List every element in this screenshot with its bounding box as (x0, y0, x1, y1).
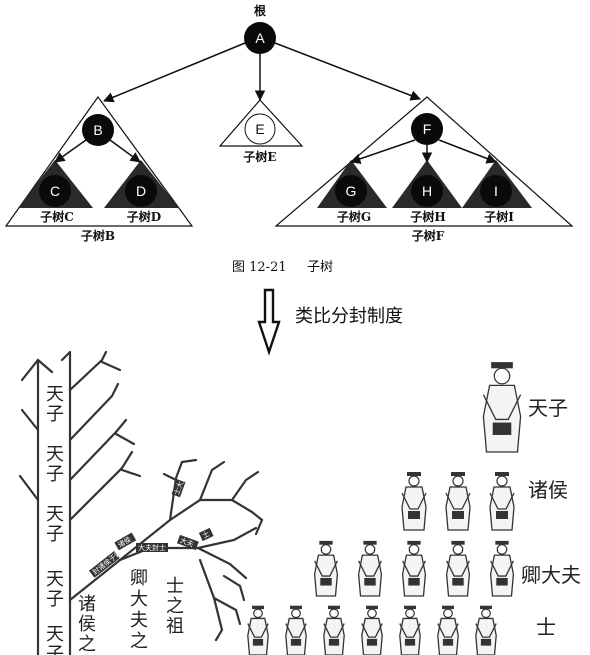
trunk-char: 天 (46, 384, 64, 405)
trunk-char: 天 (46, 504, 64, 525)
branch-band (136, 543, 168, 552)
hanging-char: 之 (130, 631, 148, 652)
official-figure (437, 605, 459, 655)
official-figure (445, 472, 471, 531)
tree-diagram: A 根 B E F C D G H (4, 3, 574, 275)
hanging-text-qingdafu: 卿 大 夫 之 (130, 568, 148, 652)
node-g: G (335, 175, 367, 207)
subtree-c-label: 子树C (40, 209, 74, 224)
rank-labels: 天子 诸侯 卿大夫 士 (521, 396, 581, 639)
node-c-label: C (50, 183, 60, 199)
analogy-arrow: 类比分封制度 (257, 288, 403, 356)
node-h: H (411, 175, 443, 207)
hanging-char: 诸 (78, 594, 96, 615)
root-label: 根 (254, 3, 266, 18)
subtree-e-label: 子树E (243, 149, 276, 164)
branch-label-4: 大夫 (179, 536, 195, 549)
trunk-char: 子 (46, 464, 64, 485)
official-figure (445, 540, 471, 597)
official-figure (323, 605, 345, 655)
hierarchy-pyramid (247, 362, 522, 655)
branch-labels: 封诸侯于卿大夫 诸侯 大夫封士 士大夫 大夫 士 (88, 473, 214, 578)
hanging-char: 士 (166, 576, 184, 597)
branch-band (198, 527, 214, 542)
genealogy-tree (18, 350, 264, 655)
node-i: I (480, 175, 512, 207)
official-figure (401, 540, 427, 597)
hanging-char: 侯 (78, 614, 96, 635)
subtree-g-label: 子树G (337, 209, 371, 224)
node-i-label: I (494, 183, 498, 199)
hanging-char: 夫 (130, 610, 148, 631)
node-f-label: F (423, 121, 432, 137)
node-d: D (125, 175, 157, 207)
rank-label-qingdafu: 卿大夫 (521, 563, 581, 587)
hanging-text-shizhizu: 士 之 祖 (166, 576, 184, 637)
trunk-char: 子 (46, 524, 64, 545)
branch-band (176, 534, 199, 551)
branch-band (171, 479, 186, 498)
branch-label-5: 士 (201, 529, 211, 540)
down-arrow-icon (257, 288, 281, 356)
trunk-char: 子 (46, 404, 64, 425)
node-b-label: B (93, 122, 102, 138)
branch-band (114, 532, 137, 551)
trunk-char: 天 (46, 444, 64, 465)
node-d-label: D (136, 183, 146, 199)
official-figure (399, 605, 421, 655)
hanging-char: 之 (78, 634, 96, 655)
node-e-label: E (255, 121, 264, 137)
rank-label-tianzi: 天子 (528, 396, 568, 420)
hanging-text-zhuhou: 诸 侯 之 (78, 594, 96, 655)
node-e: E (244, 113, 276, 145)
subtree-f-label: 子树F (412, 228, 445, 243)
official-figure (475, 605, 497, 655)
official-figure (401, 472, 427, 531)
hanging-char: 祖 (166, 616, 184, 637)
figure-caption-text: 子树 (307, 260, 333, 275)
trunk-char: 天 (46, 624, 64, 645)
trunk-char: 子 (46, 644, 64, 655)
node-a-label: A (255, 30, 265, 46)
hanging-char: 大 (130, 589, 148, 610)
node-b: B (82, 114, 114, 146)
official-figure (482, 362, 522, 453)
official-figure (489, 472, 515, 531)
hanging-char: 卿 (130, 568, 148, 589)
official-figure (489, 540, 515, 597)
analogy-label: 类比分封制度 (295, 306, 403, 327)
branch-band (88, 550, 120, 578)
official-figure (247, 605, 269, 655)
trunk-text: 天 子 天 子 天 子 天 子 天 子 (46, 384, 64, 655)
node-g-label: G (346, 183, 357, 199)
official-figure (361, 605, 383, 655)
subtree-h-label: 子树H (410, 209, 445, 224)
subtree-d-label: 子树D (127, 209, 161, 224)
official-figure (313, 540, 339, 597)
official-figure (285, 605, 307, 655)
rank-label-zhuhou: 诸侯 (528, 478, 568, 502)
node-c: C (39, 175, 71, 207)
hanging-char: 之 (166, 596, 184, 617)
trunk-char: 天 (46, 569, 64, 590)
official-figure (357, 540, 383, 597)
branch-label-2: 大夫封士 (138, 543, 166, 552)
subtree-b-label: 子树B (81, 228, 115, 243)
node-f: F (411, 113, 443, 145)
subtree-i-label: 子树I (484, 209, 514, 224)
node-h-label: H (422, 183, 432, 199)
trunk-char: 子 (46, 589, 64, 610)
tree-edges (54, 42, 497, 164)
rank-label-shi: 士 (536, 615, 556, 639)
node-a: A (244, 22, 276, 54)
figure-caption-number: 图 12-21 (232, 260, 287, 275)
